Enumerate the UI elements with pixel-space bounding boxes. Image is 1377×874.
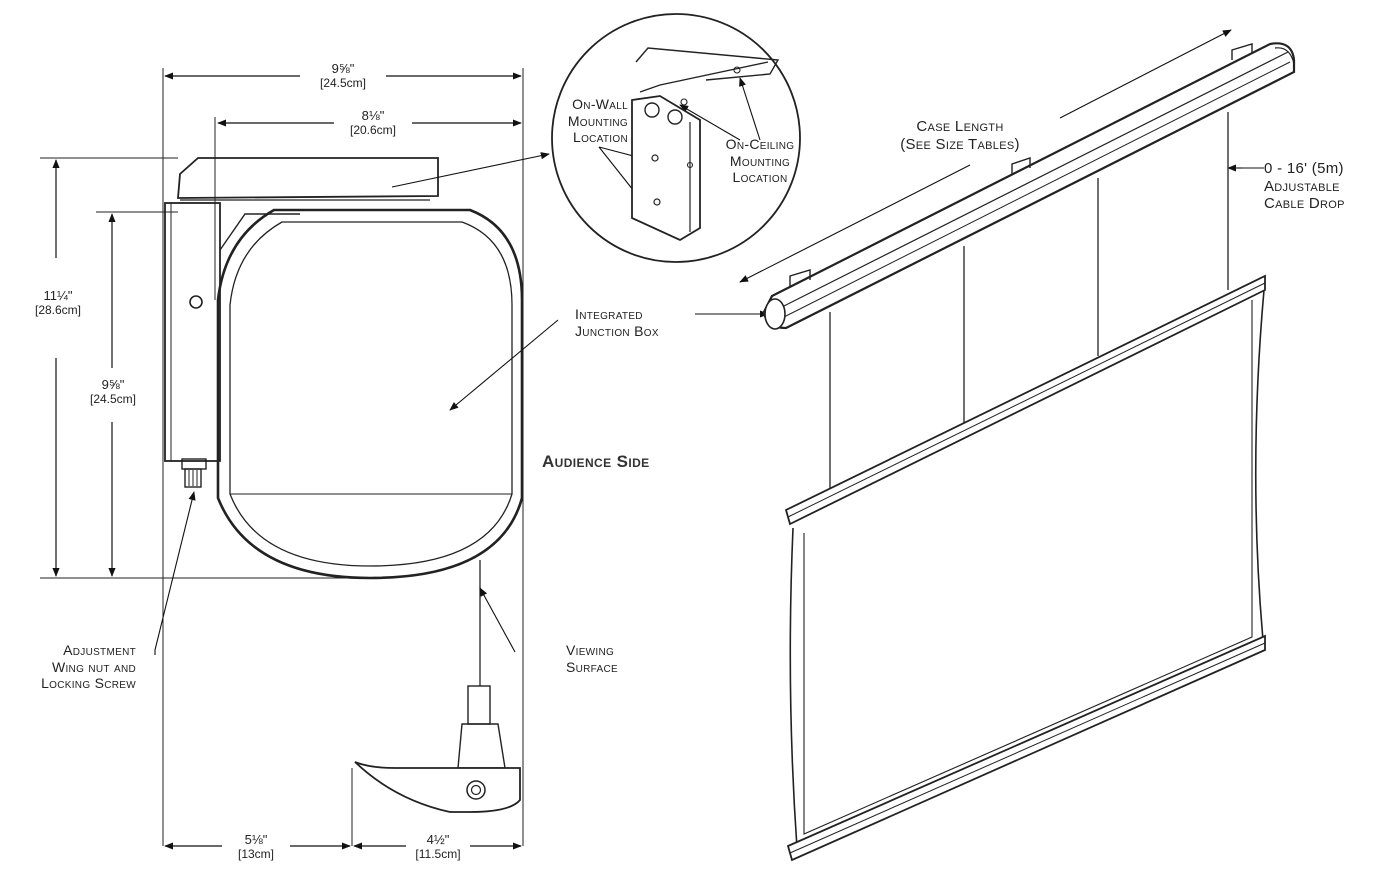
dimension-lines — [52, 72, 522, 850]
audience-side-label: Audience Side — [542, 452, 650, 471]
cable-drop-line-2: Adjustable — [1264, 177, 1340, 195]
overall-height-metric: [28.6cm] — [34, 303, 82, 318]
case-height-metric: [24.5cm] — [89, 392, 137, 407]
case-height-imperial: 9⅝" — [101, 377, 125, 392]
overall-height-dimension: 11¼" [28.6cm] — [22, 288, 94, 317]
bar-depth-dimension: 4½" [11.5cm] — [406, 832, 470, 861]
bracket-width-dimension: 8⅛" [20.6cm] — [334, 108, 412, 137]
overall-height-imperial: 11¼" — [43, 288, 73, 303]
cable-drop-line-3: Cable Drop — [1264, 195, 1345, 213]
overall-width-imperial: 9⅝" — [331, 61, 355, 76]
on-ceiling-line-2: Mounting — [729, 152, 791, 169]
junction-box-line-2: Junction Box — [575, 322, 659, 339]
cable-drop-label: 0 - 16' (5m) Adjustable Cable Drop — [1264, 160, 1345, 213]
roller-case — [216, 208, 524, 580]
screen-case — [762, 42, 1296, 330]
case-length-line-2: (See Size Tables) — [900, 135, 1020, 153]
on-ceiling-line-1: On-Ceiling — [725, 136, 795, 152]
adjustment-line-2: Wing nut and — [51, 658, 136, 675]
junction-box-label: Integrated Junction Box — [575, 306, 659, 339]
junction-box-line-1: Integrated — [575, 306, 643, 322]
on-wall-mounting-label: On-Wall Mounting Location — [520, 96, 628, 146]
front-offset-imperial: 5⅛" — [244, 832, 268, 847]
cable-drop-line-1: 0 - 16' (5m) — [1264, 160, 1344, 177]
wall-bracket — [164, 202, 221, 462]
overall-width-dimension: 9⅝" [24.5cm] — [300, 61, 386, 90]
on-ceiling-line-3: Location — [732, 169, 788, 186]
bar-depth-imperial: 4½" — [426, 832, 450, 847]
front-offset-metric: [13cm] — [237, 847, 274, 862]
case-height-dimension: 9⅝" [24.5cm] — [78, 377, 148, 406]
viewing-surface-label: Viewing Surface — [566, 642, 618, 675]
adjustment-line-3: Locking Screw — [41, 675, 136, 692]
on-wall-line-3: Location — [572, 129, 628, 146]
case-length-label: Case Length (See Size Tables) — [880, 118, 1040, 153]
detail-circle — [551, 13, 801, 263]
bar-depth-metric: [11.5cm] — [415, 847, 461, 862]
front-offset-dimension: 5⅛" [13cm] — [222, 832, 290, 861]
bracket-width-metric: [20.6cm] — [349, 123, 397, 138]
on-wall-line-2: Mounting — [567, 112, 628, 129]
perspective-screen — [762, 42, 1296, 862]
adjustment-label: Adjustment Wing nut and Locking Screw — [14, 642, 136, 692]
ceiling-bracket — [177, 157, 439, 199]
side-profile-view — [40, 68, 524, 846]
leader-lines — [154, 29, 1264, 655]
case-length-line-1: Case Length — [916, 118, 1004, 135]
viewing-surface-line-2: Surface — [566, 658, 618, 675]
adjustment-line-1: Adjustment — [63, 642, 136, 658]
on-ceiling-mounting-label: On-Ceiling Mounting Location — [708, 136, 812, 186]
bottom-bar — [354, 761, 521, 813]
viewing-surface-line-1: Viewing — [566, 642, 615, 658]
wing-nut — [181, 458, 207, 488]
bracket-width-imperial: 8⅛" — [361, 108, 385, 123]
on-wall-line-1: On-Wall — [572, 96, 628, 112]
overall-width-metric: [24.5cm] — [319, 76, 367, 91]
